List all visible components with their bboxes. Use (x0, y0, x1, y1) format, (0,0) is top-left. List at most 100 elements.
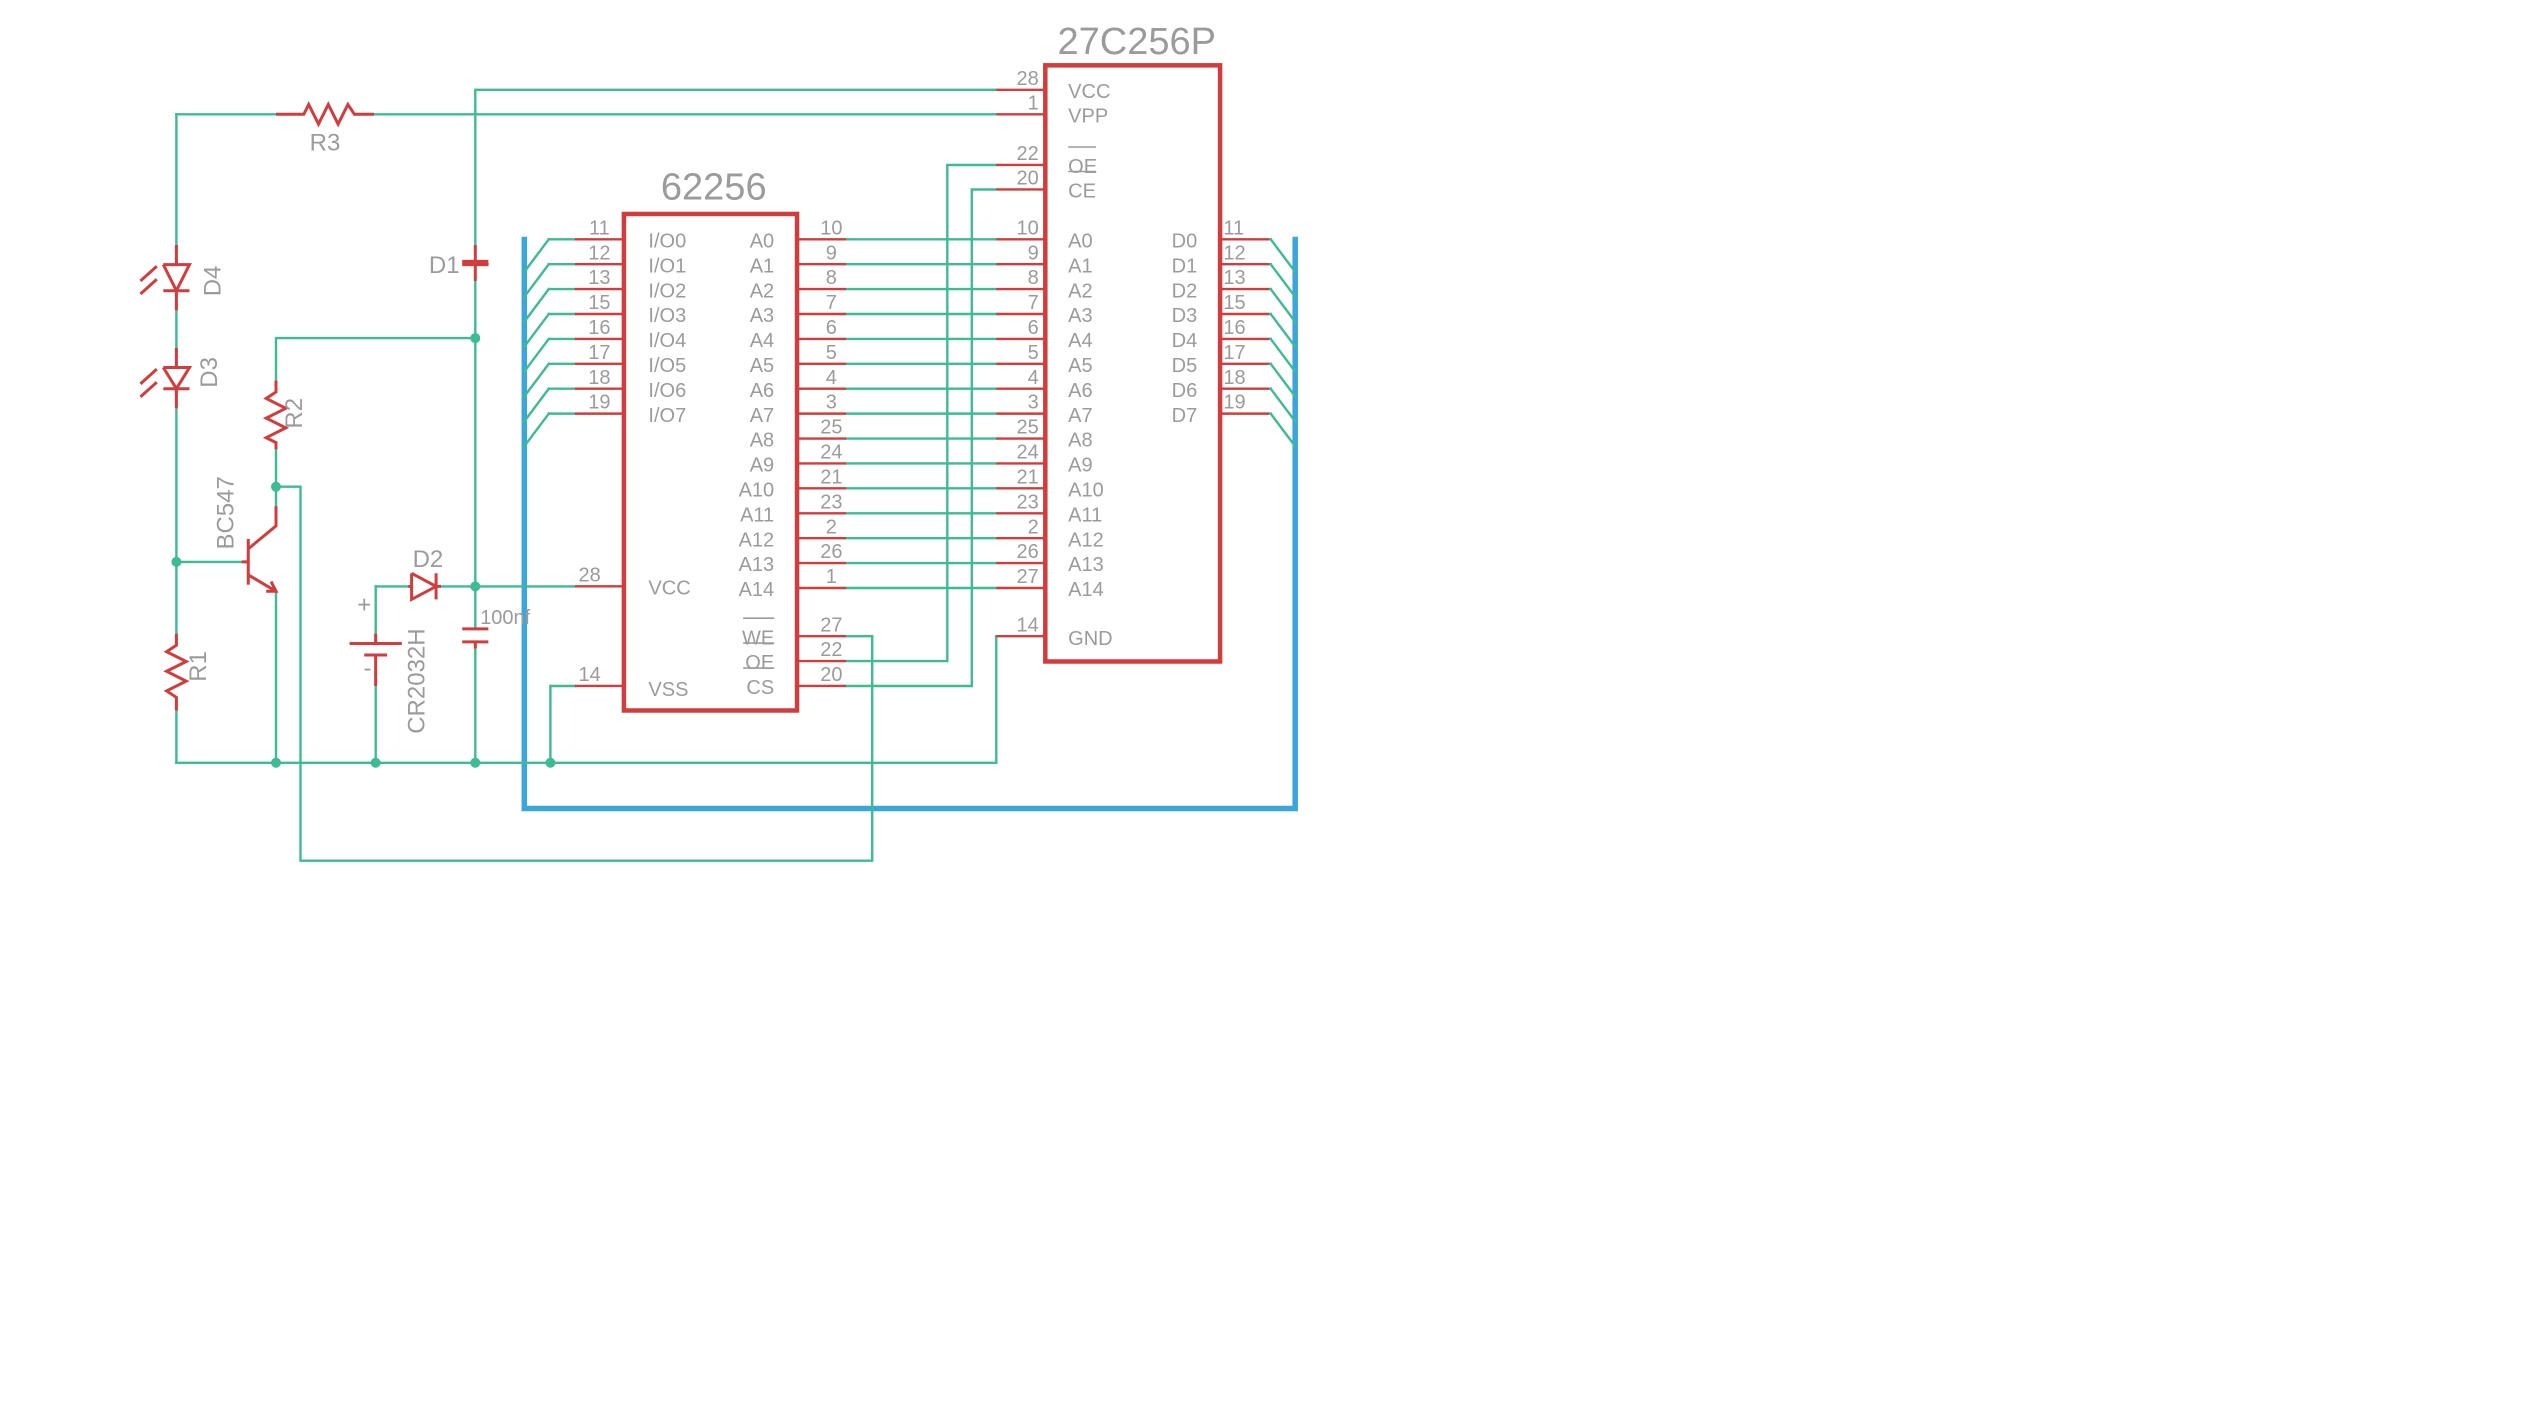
ram-address-pin-number: 4 (826, 367, 837, 389)
eprom-power-pin-label: VCC (1068, 81, 1110, 103)
transistor-emitter-arrow (266, 580, 279, 593)
eprom-power-pin-number: 1 (1028, 92, 1039, 114)
eprom-data-bus-tap-d (1269, 411, 1297, 448)
components (139, 101, 489, 711)
ram-control-pin-number: 20 (820, 664, 842, 686)
d4-emission-arrow-1 (139, 265, 158, 283)
eprom-data-pin-label: D2 (1172, 280, 1198, 302)
ram-data-bus-tap (522, 287, 551, 324)
eprom-address-pin-label: A11 (1068, 504, 1102, 526)
eprom-control-pin-label: CE (1068, 181, 1096, 203)
junction-vcc-cap (470, 581, 481, 592)
ram-address-pin-number: 5 (826, 342, 837, 364)
ram-address-pin-number: 7 (826, 292, 837, 314)
ram-address-pin-number: 6 (826, 317, 837, 339)
eprom-address-pin-label: A8 (1068, 430, 1092, 452)
ram-data-bus-tap (522, 312, 551, 349)
ram-address-pin-number: 9 (826, 242, 837, 264)
eprom-data-pin-label: D3 (1172, 305, 1198, 327)
eprom-data-bus-tap-d (1269, 287, 1297, 324)
eprom-address-pin-number: 25 (1017, 417, 1039, 439)
ram-address-pin-number: 23 (820, 491, 842, 513)
battery-label: CR2032H (404, 628, 431, 733)
ram-address-pin-label: A2 (750, 280, 774, 302)
oe-wire (844, 163, 998, 663)
eprom-data-pin-label: D4 (1172, 330, 1198, 352)
ram-vcc-pin-number: 28 (578, 564, 600, 586)
data-bus-line (521, 236, 1298, 812)
ram-address-pin-label: A12 (739, 529, 775, 551)
ram-vss-pin-number: 14 (578, 664, 600, 686)
ram-io-pin-number: 17 (588, 342, 610, 364)
eprom-data-pin-number: 15 (1223, 292, 1245, 314)
ram-io-pin-number: 16 (588, 317, 610, 339)
ram-data-bus-tap (522, 362, 551, 399)
ram-control-pin-label: OE (745, 652, 774, 674)
eprom-address-pin-label: A13 (1068, 554, 1104, 576)
we-wire (274, 485, 874, 862)
eprom-control-pin-number: 20 (1017, 168, 1039, 190)
ram-control-pin-label: CS (746, 677, 774, 699)
eprom-data-pin-number: 16 (1223, 317, 1245, 339)
eprom-address-pin-number: 4 (1028, 367, 1039, 389)
eprom-address-pin-number: 24 (1017, 442, 1039, 464)
eprom-address-pin-number: 21 (1017, 466, 1039, 488)
ram-io-pin-label: I/O1 (648, 255, 686, 277)
ram-address-pin-label: A6 (750, 380, 774, 402)
wires (171, 88, 1297, 862)
ram-io-pin-label: I/O0 (648, 230, 686, 252)
transistor-collector (247, 506, 278, 550)
ram-address-pin-label: A10 (739, 480, 775, 502)
eprom-gnd-pin-label: GND (1068, 628, 1112, 650)
chip-27c256p-name: 27C256P (1058, 21, 1216, 63)
eprom-address-pin-label: A1 (1068, 255, 1092, 277)
eprom-address-pin-label: A5 (1068, 355, 1092, 377)
vss-wire (549, 684, 577, 764)
eprom-power-pin-label: VPP (1068, 105, 1108, 127)
eprom-address-pin-label: A3 (1068, 305, 1092, 327)
d2-label: D2 (413, 546, 444, 573)
eprom-address-pin-number: 27 (1017, 566, 1039, 588)
ram-address-pin-number: 3 (826, 392, 837, 414)
eprom-data-pin-label: D7 (1172, 405, 1198, 427)
eprom-data-pin-label: D1 (1172, 255, 1198, 277)
ram-address-pin-number: 24 (820, 442, 842, 464)
ram-io-pin-number: 15 (588, 292, 610, 314)
ram-control-pin-label: WE (742, 627, 774, 649)
ram-address-pin-number: 2 (826, 516, 837, 538)
ram-address-pin-label: A11 (740, 504, 774, 526)
eprom-address-pin-label: A7 (1068, 405, 1092, 427)
ram-io-pin-label: I/O4 (648, 330, 686, 352)
ram-address-pin-label: A14 (739, 579, 775, 601)
vcc-net-wire (474, 88, 998, 247)
eprom-data-pin-label: D5 (1172, 355, 1198, 377)
cs-ce-wire (844, 188, 998, 688)
eprom-address-pin-label: A2 (1068, 280, 1092, 302)
capacitor-label: 100nf (480, 607, 530, 629)
eprom-address-pin-number: 7 (1028, 292, 1039, 314)
eprom-data-pin-number: 12 (1223, 242, 1245, 264)
eprom-address-pin-number: 3 (1028, 392, 1039, 414)
ram-data-bus-tap (522, 337, 551, 374)
eprom-data-bus-tap-d (1269, 337, 1297, 374)
ram-address-pin-number: 10 (820, 217, 842, 239)
ram-io-pin-number: 11 (589, 217, 610, 239)
ram-address-pin-label: A5 (750, 355, 774, 377)
ram-data-bus-tap (522, 262, 551, 299)
eprom-data-pin-number: 17 (1223, 342, 1245, 364)
ram-address-pin-label: A3 (750, 305, 774, 327)
junction-gnd-1 (271, 757, 282, 768)
eprom-data-pin-number: 13 (1223, 267, 1245, 289)
r1-label: R1 (185, 651, 212, 682)
eprom-data-bus-tap-d (1269, 237, 1297, 274)
eprom-data-bus-tap-d (1269, 312, 1297, 349)
ram-address-pin-label: A8 (750, 430, 774, 452)
eprom-address-pin-number: 8 (1028, 267, 1039, 289)
ram-io-pin-number: 13 (588, 267, 610, 289)
ram-address-pin-label: A13 (739, 554, 775, 576)
eprom-address-pin-label: A10 (1068, 480, 1104, 502)
ram-address-pin-label: A7 (750, 405, 774, 427)
ram-address-pin-number: 1 (826, 566, 837, 588)
